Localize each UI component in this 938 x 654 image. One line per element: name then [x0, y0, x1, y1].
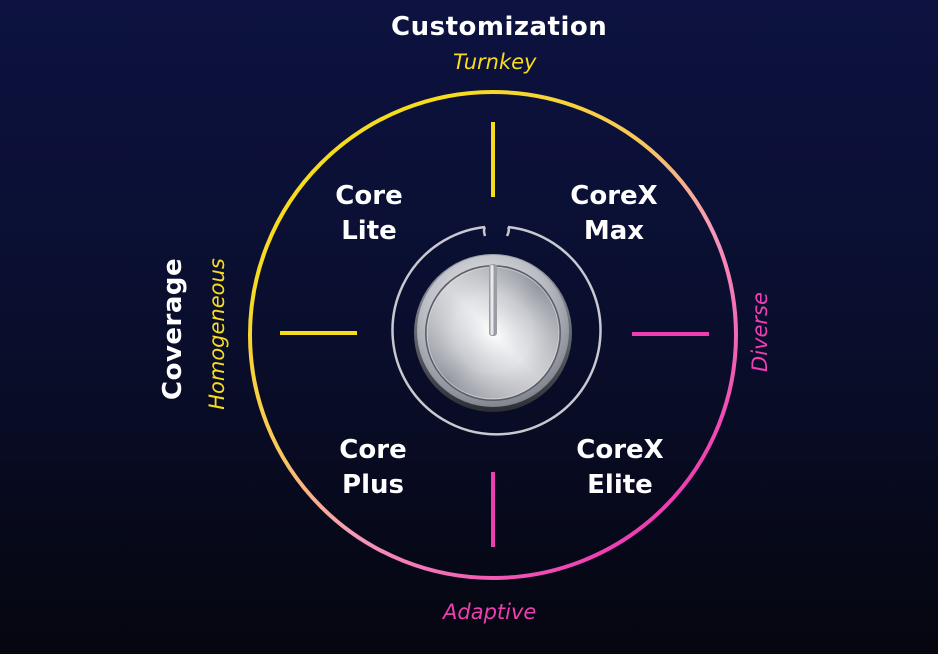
quadrant-corex-elite-line2: Elite [587, 470, 653, 500]
pole-label-homogeneous: Homogeneous [205, 258, 229, 410]
pole-label-turnkey: Turnkey [453, 50, 537, 74]
quadrant-corex-max-line1: CoreX [570, 181, 658, 211]
dial-track [391, 225, 602, 436]
quadrant-corex-max-line2: Max [583, 216, 645, 246]
axis-title-customization: Customization [391, 12, 608, 42]
quadrant-core-lite-line1: Core [335, 181, 403, 211]
quadrant-corex-max: CoreX Max [544, 179, 684, 249]
outer-ring [248, 90, 738, 580]
quadrant-core-plus-line1: Core [339, 435, 407, 465]
dial-knob [414, 254, 572, 412]
quadrant-corex-elite: CoreX Elite [550, 433, 690, 503]
pole-label-adaptive: Adaptive [443, 600, 537, 624]
quadrant-core-lite-line2: Lite [341, 216, 397, 246]
quadrant-core-plus: Core Plus [303, 433, 443, 503]
axis-title-coverage: Coverage [158, 257, 188, 400]
pole-label-diverse: Diverse [748, 292, 772, 372]
quadrant-core-lite: Core Lite [299, 179, 439, 249]
quadrant-core-plus-line2: Plus [342, 470, 404, 500]
quadrant-corex-elite-line1: CoreX [576, 435, 664, 465]
dial-track-cap-left [482, 226, 487, 237]
dial-track-cap-right [505, 226, 511, 237]
